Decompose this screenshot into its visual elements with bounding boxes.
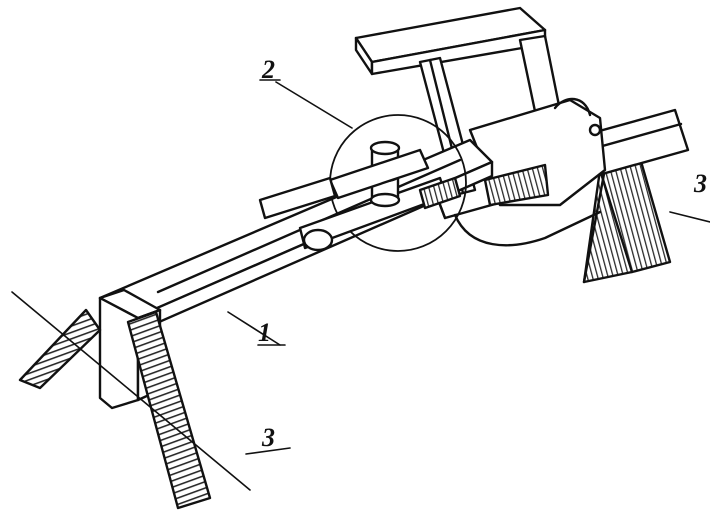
callout-label-front-support: 3 <box>261 423 275 452</box>
callout-label-clamp: 2 <box>261 55 275 84</box>
leader-lines <box>11 79 710 491</box>
clamp-assembly <box>258 114 467 252</box>
callout-label-frame: 1 <box>258 318 271 347</box>
callout-label-rear-support: 3 <box>693 169 707 198</box>
rear-support-leg <box>582 156 672 284</box>
main-frame-beam <box>98 138 494 338</box>
drive-housing <box>453 97 607 247</box>
front-support-leg <box>18 308 212 510</box>
